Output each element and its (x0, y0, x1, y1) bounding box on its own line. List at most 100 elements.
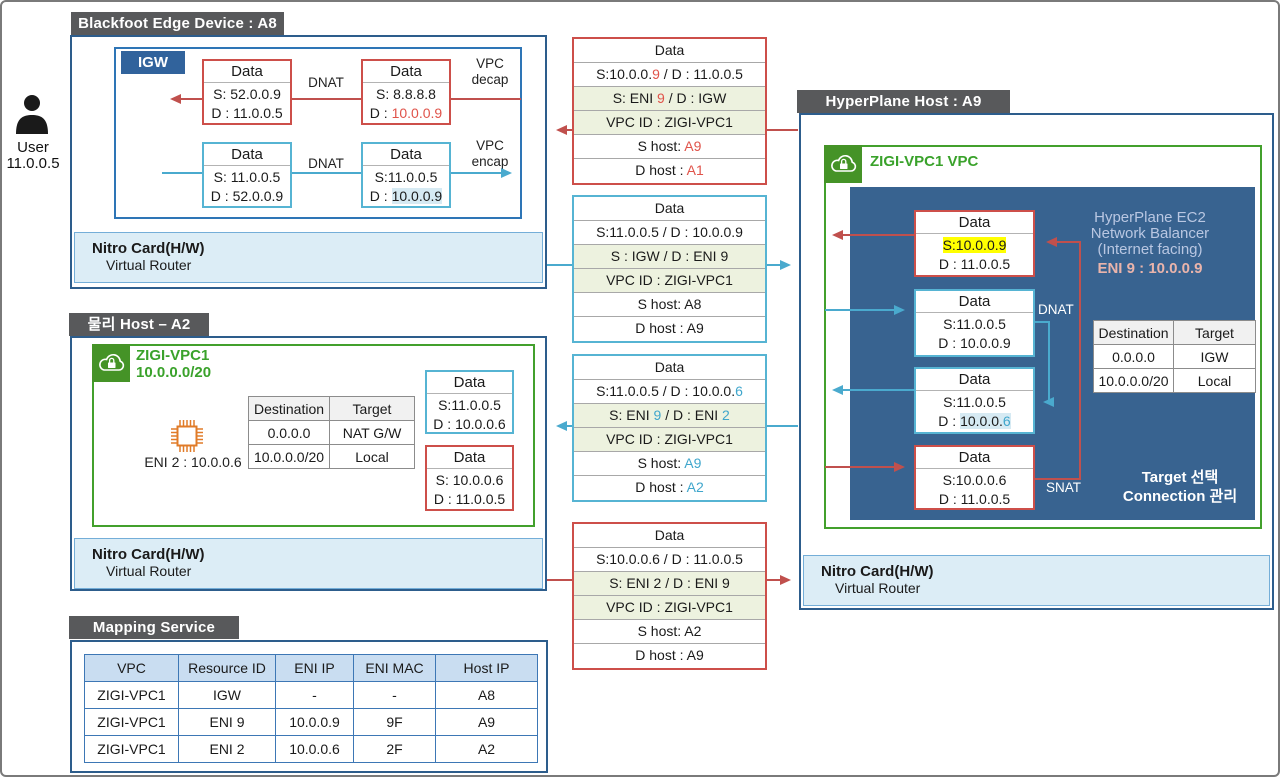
text-part: / D : ENI (661, 407, 723, 423)
packet-field-row: S:11.0.0.5 / D : 10.0.0.6 (574, 380, 765, 404)
text-part: Data (654, 527, 685, 543)
text-part: 6 (735, 383, 743, 399)
text-part: D : (938, 413, 961, 429)
data-box-title: Data (204, 144, 290, 166)
balancer-line1: HyperPlane EC2 (1094, 209, 1206, 226)
packet-field-row: VPC ID : ZIGI-VPC1 (574, 269, 765, 293)
nitro-card-label: Nitro Card(H/W) (92, 546, 205, 563)
ec2-instance-icon (171, 420, 203, 452)
bf-data-box-decapped: Data S: 52.0.0.9 D : 11.0.0.5 (202, 59, 292, 125)
src-line: S:10.0.0.9 (916, 236, 1033, 255)
virtual-router-label: Virtual Router (106, 257, 192, 273)
packet-field-row: VPC ID : ZIGI-VPC1 (574, 428, 765, 452)
packet-field-row: D host : A9 (574, 317, 765, 341)
data-box-title: Data (204, 61, 290, 83)
hp-snat-label: SNAT (1046, 480, 1082, 495)
packet-field-row: D host : A1 (574, 159, 765, 183)
data-box-title: Data (363, 61, 449, 83)
mapping-service-title: Mapping Service (69, 616, 239, 639)
src-line: S:11.0.0.5 (427, 396, 512, 415)
text-part: VPC ID : ZIGI-VPC1 (606, 114, 733, 130)
ph-data-box-in: Data S:11.0.0.5 D : 10.0.0.6 (425, 370, 514, 434)
vpc-decap-label: VPC decap (460, 56, 520, 88)
text-part: 6 (1002, 413, 1011, 429)
packet-field-row: S host: A9 (574, 135, 765, 159)
dst-line: D : 10.0.0.9 (363, 187, 449, 206)
text-part: Data (654, 42, 685, 58)
blackfoot-inner-box (114, 47, 522, 219)
text-part: S : IGW / D : ENI 9 (610, 248, 729, 264)
text-part: S: 11.0.0.5 (213, 169, 281, 185)
text-part: D : 11.0.0.5 (938, 256, 1011, 272)
text-part: S:11.0.0.5 (943, 316, 1006, 332)
bf-data-box-incoming: Data S: 8.8.8.8 D : 10.0.0.9 (361, 59, 451, 125)
src-line: S: 11.0.0.5 (204, 168, 290, 187)
blackfoot-nitro-card: Nitro Card(H/W) Virtual Router (74, 232, 543, 283)
text-part: D host : A9 (635, 647, 704, 663)
dst-line: D : 11.0.0.5 (916, 490, 1033, 509)
bf-data-box-encapped: Data S:11.0.0.5 D : 10.0.0.9 (361, 142, 451, 208)
table-cell: - (275, 681, 354, 709)
table-header-cell: Destination (1093, 320, 1174, 345)
table-cell: IGW (178, 681, 276, 709)
vpc-cidr: 10.0.0.0/20 (136, 364, 212, 381)
packet-field-row: S:10.0.0.9 / D : 11.0.0.5 (574, 63, 765, 87)
hyperplane-nitro-card: Nitro Card(H/W) Virtual Router (803, 555, 1270, 606)
vpc-name: ZIGI-VPC1 (136, 347, 210, 364)
text-part: A1 (686, 162, 704, 178)
packet-field-row: Data (574, 356, 765, 380)
text-part: D : 11.0.0.5 (938, 491, 1011, 507)
hp-data-box-dnatted: Data S:11.0.0.5 D : 10.0.0.6 (914, 367, 1035, 434)
table-cell: 9F (353, 708, 436, 736)
physical-vpc-label: ZIGI-VPC1 10.0.0.0/20 (136, 347, 211, 381)
text-part: Data (654, 200, 685, 216)
table-cell: - (353, 681, 436, 709)
target-connection-label: Target 선택 Connection 관리 (1100, 468, 1260, 506)
table-cell: A8 (435, 681, 538, 709)
hyperplane-eni-label: ENI 9 : 10.0.0.9 (1097, 260, 1203, 277)
text-part: S:10.0.0.6 (942, 472, 1007, 488)
dst-line: D : 11.0.0.5 (204, 104, 290, 123)
dnat-label-top: DNAT (308, 75, 344, 90)
table-header-cell: ENI MAC (353, 654, 436, 682)
hp-data-box-inbound: Data S:11.0.0.5 D : 10.0.0.9 (914, 289, 1035, 357)
text-part: A2 (686, 479, 704, 495)
user-label: User (17, 139, 49, 156)
table-header-cell: Resource ID (178, 654, 276, 682)
nitro-card-label: Nitro Card(H/W) (821, 563, 934, 580)
text-part: D : 10.0.0.6 (433, 416, 506, 432)
text-part: D host : (635, 479, 687, 495)
table-cell: A2 (435, 735, 538, 763)
text-part: D : (369, 105, 392, 121)
target-line2: Connection 관리 (1122, 488, 1238, 505)
virtual-router-label: Virtual Router (835, 580, 921, 596)
user-icon (16, 95, 48, 134)
table-cell: IGW (1173, 344, 1256, 369)
src-line: S: 52.0.0.9 (204, 85, 290, 104)
packet-field-row: VPC ID : ZIGI-VPC1 (574, 596, 765, 620)
table-cell: Local (1173, 368, 1256, 393)
packet-field-row: S: ENI 9 / D : IGW (574, 87, 765, 111)
packet-field-row: S: ENI 9 / D : ENI 2 (574, 404, 765, 428)
packet-field-row: D host : A2 (574, 476, 765, 500)
vpc-encap-label: VPC encap (460, 138, 520, 170)
text-part: S:10.0.0.6 / D : 11.0.0.5 (596, 551, 743, 567)
target-line1: Target 선택 (1141, 469, 1219, 486)
table-header-cell: Target (329, 396, 415, 421)
physical-nitro-card: Nitro Card(H/W) Virtual Router (74, 538, 543, 589)
table-cell: ENI 9 (178, 708, 276, 736)
text-part: 9 (652, 66, 660, 82)
text-part: A9 (684, 455, 702, 471)
packet-field-row: D host : A9 (574, 644, 765, 668)
src-line: S:10.0.0.6 (916, 471, 1033, 490)
hyperplane-vpc-label: ZIGI-VPC1 VPC (870, 153, 979, 170)
packet-field-row: S:10.0.0.6 / D : 11.0.0.5 (574, 548, 765, 572)
packet-field-row: S host: A8 (574, 293, 765, 317)
